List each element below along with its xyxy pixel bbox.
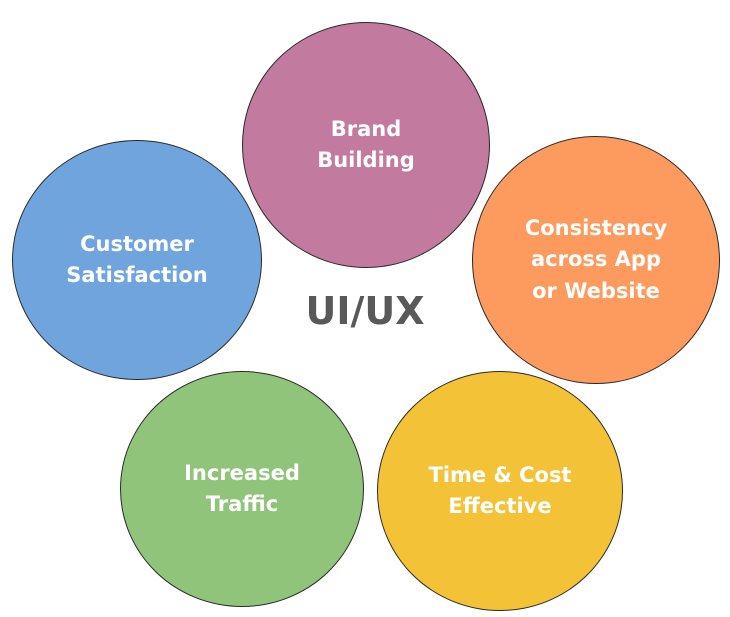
brand-building-bubble: Brand Building: [242, 22, 490, 268]
bubble-label: Time & Cost Effective: [428, 462, 572, 519]
bubble-label: Increased Traffic: [184, 460, 300, 517]
bubble-label: Brand Building: [317, 116, 415, 173]
consistency-bubble: Consistency across App or Website: [472, 136, 720, 384]
time-cost-effective-bubble: Time & Cost Effective: [377, 371, 623, 611]
bubble-label: Consistency across App or Website: [524, 215, 668, 303]
bubble-label: Customer Satisfaction: [66, 231, 208, 288]
center-title: UI/UX: [305, 289, 425, 333]
customer-satisfaction-bubble: Customer Satisfaction: [12, 140, 262, 380]
increased-traffic-bubble: Increased Traffic: [120, 371, 364, 607]
